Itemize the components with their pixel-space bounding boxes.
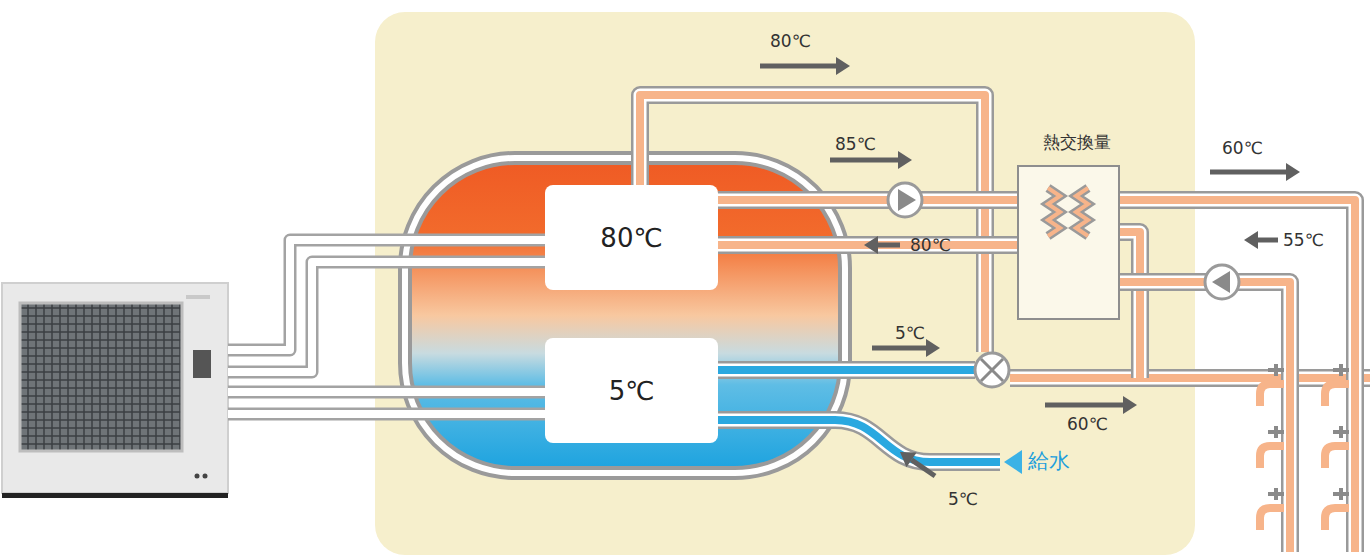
temperature-label: 5℃ [895,322,925,344]
flow-arrow-head [836,57,850,75]
node-label: 熱交換量 [1000,130,1153,154]
flow-arrow [1045,403,1123,408]
pipe-outline [718,236,1017,254]
flow-arrow [872,346,926,351]
heat-exchanger: 熱交換量 [1000,130,1153,320]
flow-arrow [1258,238,1278,243]
mixing-valve [975,353,1009,387]
supply-label: 給水 [1028,450,1070,472]
faucet-hook [1260,384,1284,406]
temperature-label: 60℃ [1067,413,1108,435]
pipe-connector [718,200,1017,201]
flow-arrow-head [900,452,917,467]
temperature-label: 80℃ [910,234,951,256]
pipe-core [718,196,1017,204]
temperature-label: 80℃ [770,30,811,52]
unit-pipes [228,240,545,414]
flow-arrow [760,64,836,69]
flow-arrow-head [1123,396,1137,414]
flow-arrow-head [926,339,940,357]
tap-symbol [1333,364,1349,376]
flow-arrow-head [898,151,912,169]
tap-symbol [1268,364,1284,376]
faucet-hook [1325,508,1349,530]
tank-zone-box: 5℃ [545,338,718,443]
heat-exchanger-frame [1017,165,1120,320]
panel-ground [375,12,1195,555]
supply-arrow [1004,450,1022,474]
flow-arrow [1210,170,1286,175]
node-label: 5℃ [609,376,655,406]
tap-symbol [1333,488,1349,500]
heat-exchanger-body [1017,165,1120,320]
node-label: 80℃ [600,223,662,253]
cold-pipes [718,370,1000,462]
flow-arrows [760,57,1300,476]
tap-symbol [1268,426,1284,438]
pump-symbol [1205,265,1239,299]
temperature-label: 85℃ [835,133,876,155]
tank-zone-box: 80℃ [545,185,718,290]
temperature-label: 60℃ [1222,137,1263,159]
flow-arrow-head [1286,163,1300,181]
pipe-outline [718,191,1017,209]
faucet-hook [1260,508,1284,530]
tap-symbol [1333,426,1349,438]
pump-symbol [888,183,922,217]
faucets [1260,364,1349,530]
flow-arrow-head [864,236,878,254]
temperature-label: 55℃ [1283,229,1324,251]
faucet-hook [1260,446,1284,468]
flow-arrow [830,158,898,163]
tap-symbol [1268,488,1284,500]
temperature-label: 5℃ [948,488,978,510]
outdoor-unit [2,283,228,498]
hot-pipes [640,95,1370,552]
flow-arrow-head [1244,231,1258,249]
faucet-hook [1325,446,1349,468]
faucet-hook [1325,384,1349,406]
flow-arrow [878,243,900,248]
pipe-gap [718,194,1017,207]
flow-arrow [912,460,935,476]
